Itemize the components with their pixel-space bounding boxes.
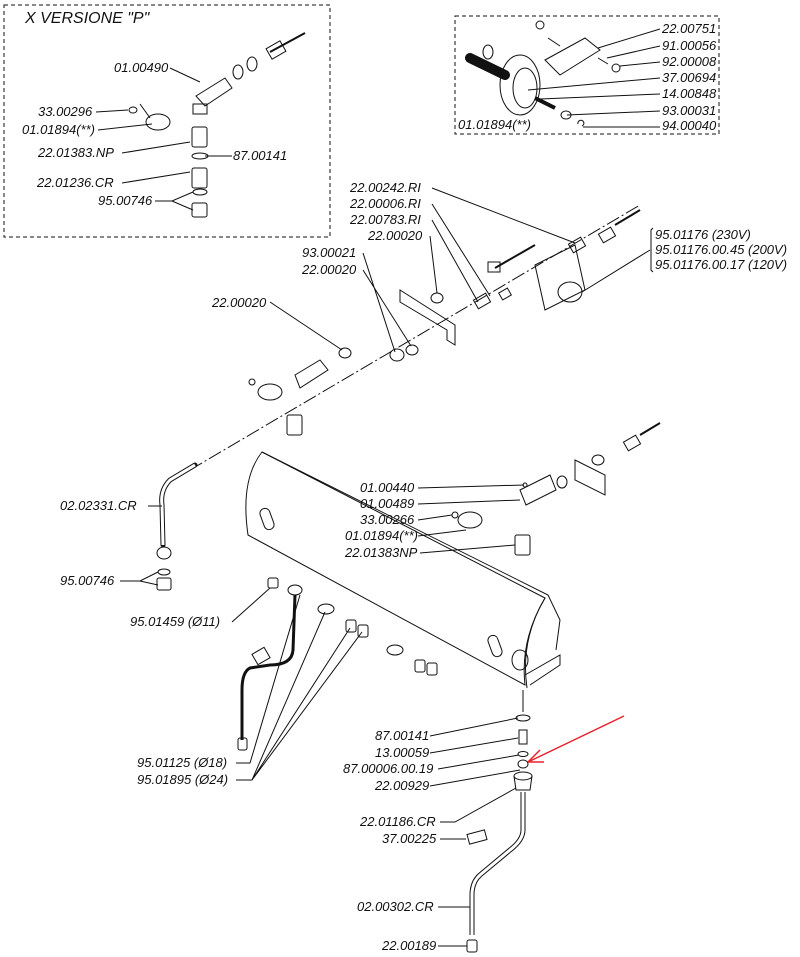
part-label: 37.00694 <box>662 70 717 85</box>
part-label: 95.01459 (Ø11) <box>130 614 221 629</box>
part-label: 95.00746 <box>98 193 153 208</box>
part-label: 02.02331.CR <box>60 498 137 513</box>
part-label: 22.00189 <box>382 938 437 953</box>
part-label: 22.00020 <box>212 295 267 310</box>
part-label: 22.01383.NP <box>38 145 114 160</box>
part-label: 22.00020 <box>368 228 423 243</box>
part-label: 87.00141 <box>233 148 288 163</box>
left-spout-tube <box>156 462 198 591</box>
inset-lever-parts <box>465 20 621 127</box>
part-label: 22.01383NP <box>345 545 418 560</box>
part-label: 93.00021 <box>302 245 357 260</box>
part-label: 37.00225 <box>382 831 437 846</box>
part-label-highlighted: 87.00006.00.19 <box>343 761 434 776</box>
lower-valve-assembly <box>451 422 661 556</box>
part-label: 01.00490 <box>114 60 169 75</box>
part-label: 22.00242.RI <box>350 180 421 195</box>
part-label: 22.01236.CR <box>37 175 114 190</box>
part-label: 95.01895 (Ø24) <box>137 772 229 787</box>
part-label: 93.00031 <box>662 103 717 118</box>
part-label: 22.00783.RI <box>350 212 421 227</box>
bottom-fittings <box>237 577 438 751</box>
bottom-spout-stack <box>466 690 533 953</box>
part-label: 02.00302.CR <box>357 899 434 914</box>
upper-valve-assembly <box>248 209 641 436</box>
part-label: 01.01894(**) <box>345 528 418 543</box>
highlight-arrow <box>527 715 625 763</box>
cover-shell <box>245 451 561 689</box>
inset-box-versione-p <box>3 4 331 238</box>
part-label: 95.01176 (230V) <box>655 227 751 242</box>
part-label: 95.01176.00.17 (120V) <box>655 257 788 272</box>
part-label: 91.00056 <box>662 38 717 53</box>
part-label: 95.01125 (Ø18) <box>137 755 228 770</box>
inset-p-parts <box>128 32 306 218</box>
part-label: 22.00929 <box>375 778 430 793</box>
part-label: 22.00020 <box>302 262 357 277</box>
part-label: 87.00141 <box>375 728 430 743</box>
part-label: 14.00848 <box>662 86 717 101</box>
part-label: 01.01894(**) <box>22 122 95 137</box>
part-label: 22.00006.RI <box>350 196 421 211</box>
part-label: 01.01894(**) <box>458 117 531 132</box>
inset-box-lever <box>454 15 720 135</box>
part-label: 92.00008 <box>662 54 717 69</box>
part-label: 22.01186.CR <box>360 814 436 829</box>
part-label: 22.00751 <box>662 21 717 36</box>
inset-title: X VERSIONE "P" <box>25 10 150 27</box>
part-label: 01.00489 <box>360 496 415 511</box>
part-label: 95.01176.00.45 (200V) <box>655 242 788 257</box>
part-label: 33.00266 <box>360 512 415 527</box>
part-label: 94.00040 <box>662 118 717 133</box>
part-label: 33.00296 <box>38 104 93 119</box>
part-label: 95.00746 <box>60 573 115 588</box>
part-label: 01.00440 <box>360 480 415 495</box>
part-label: 13.00059 <box>375 745 430 760</box>
